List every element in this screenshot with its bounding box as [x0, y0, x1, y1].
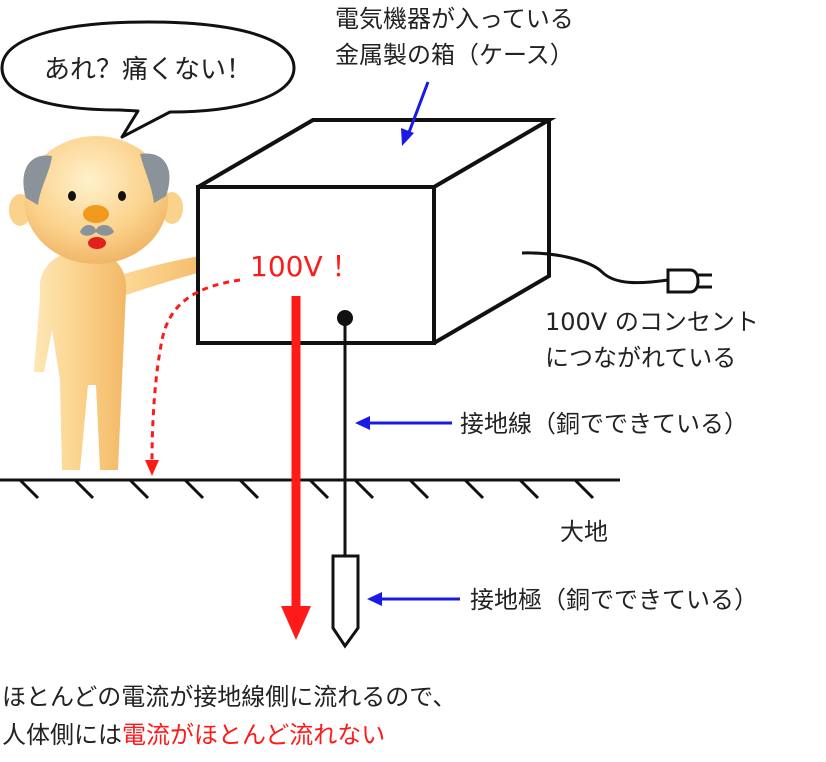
outlet-label-line2: につながれている: [545, 344, 736, 372]
case-label-line2: 金属製の箱（ケース）: [335, 41, 574, 69]
caption-line2: 人体側には電流がほとんど流れない: [2, 721, 385, 749]
voltage-label: 100V ！: [250, 250, 360, 283]
ground-electrode-label: 接地極（銅でできている）: [470, 586, 758, 614]
case-pointer-arrow: [401, 81, 430, 146]
caption-line1: ほとんどの電流が接地線側に流れるので、: [2, 683, 456, 711]
metal-case-box: [196, 118, 557, 345]
main-current-arrow: [281, 296, 311, 640]
caption-line2-red: 電流がほとんど流れない: [122, 721, 385, 749]
plug-icon: [666, 268, 712, 294]
body-current-dotted-arrow: [145, 278, 241, 476]
case-label-line1: 電気機器が入っている: [335, 5, 574, 33]
caption-line2-black: 人体側には: [2, 721, 122, 749]
outlet-label-line1: 100V のコンセント: [545, 308, 759, 336]
speech-bubble-text: あれ？痛くない！: [44, 55, 252, 85]
ground-surface: [0, 478, 620, 500]
earth-label: 大地: [560, 518, 608, 546]
ground-electrode: [331, 554, 360, 649]
ground-wire: [337, 310, 353, 556]
power-cord: [521, 251, 669, 285]
ground-wire-pointer-arrow: [355, 416, 452, 430]
speech-bubble: あれ？痛くない！: [0, 20, 296, 139]
ground-wire-label: 接地線（銅でできている）: [460, 410, 748, 438]
person-figure: [9, 136, 215, 470]
ground-electrode-pointer-arrow: [367, 592, 460, 606]
